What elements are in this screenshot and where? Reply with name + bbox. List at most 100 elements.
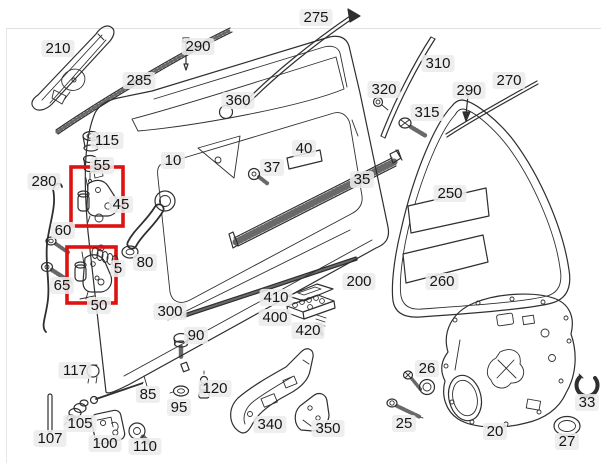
part-label-120: 120 [198,380,232,397]
part-label-27: 27 [555,433,579,450]
part-85-strut [89,361,190,405]
part-label-290-left: 290 [181,38,215,55]
svg-text:45: 45 [113,196,130,213]
part-label-310: 310 [421,55,455,72]
part-200-door-seal [391,99,571,318]
part-label-105: 105 [63,415,97,432]
part-340-lower-bracket [230,348,314,434]
part-label-55: 55 [90,157,114,174]
part-label-275: 275 [299,9,333,26]
part-270-molding-strip [445,80,539,138]
part-33-lock-ring [574,373,600,399]
svg-text:5: 5 [114,260,122,277]
svg-text:290: 290 [185,38,210,55]
part-label-270: 270 [492,72,526,89]
svg-text:320: 320 [371,81,396,98]
svg-text:35: 35 [354,171,371,188]
svg-text:310: 310 [425,55,450,72]
part-label-110: 110 [128,438,162,455]
part-label-250: 250 [433,185,467,202]
part-label-90: 90 [184,327,208,344]
svg-text:290: 290 [456,82,481,99]
svg-text:95: 95 [171,399,188,416]
part-label-40: 40 [292,140,316,157]
part-label-20: 20 [483,423,507,440]
svg-text:55: 55 [94,157,111,174]
svg-text:100: 100 [92,435,117,452]
part-label-33: 33 [575,394,599,411]
svg-text:65: 65 [54,277,71,294]
part-260-pad [402,234,489,284]
svg-text:210: 210 [45,40,70,57]
svg-text:280: 280 [31,173,56,190]
part-label-420: 420 [291,322,325,339]
svg-text:110: 110 [133,438,157,455]
svg-text:420: 420 [295,322,320,339]
svg-text:275: 275 [303,9,328,26]
part-label-320: 320 [367,81,401,98]
part-280-cable [42,182,63,333]
svg-text:20: 20 [487,423,504,440]
part-95-grommet [169,385,190,397]
part-label-117: 117 [58,362,92,379]
part-210-mirror-bracket [31,25,115,111]
part-label-210: 210 [41,40,75,57]
svg-text:115: 115 [95,132,119,149]
svg-text:410: 410 [263,289,288,306]
part-labels: 210 290 285 275 310 320 290 270 315 360 … [27,9,599,455]
svg-text:40: 40 [296,140,313,157]
svg-text:105: 105 [67,415,92,432]
part-label-285: 285 [122,72,156,89]
svg-text:37: 37 [264,159,281,176]
svg-text:117: 117 [63,362,87,379]
part-300-lower-molding [180,256,358,319]
part-20-carrier-panel [441,293,576,428]
part-label-280: 280 [27,173,61,190]
part-320-grommet [372,96,389,111]
part-25-screw [386,398,424,419]
part-label-45: 45 [109,196,133,213]
svg-text:85: 85 [140,386,157,403]
part-80-check-strap [121,190,176,259]
svg-text:300: 300 [157,303,182,320]
svg-text:33: 33 [579,394,596,411]
part-label-410: 410 [259,289,293,306]
part-label-200: 200 [342,273,376,290]
part-label-315: 315 [410,104,444,121]
svg-text:340: 340 [257,416,282,433]
part-label-37: 37 [260,159,284,176]
svg-text:120: 120 [202,380,227,397]
part-label-10: 10 [161,152,185,169]
part-310-window-guide [380,36,436,139]
part-label-350: 350 [311,420,345,437]
part-410-cover-plate [287,283,334,302]
svg-text:60: 60 [55,222,72,239]
svg-text:250: 250 [437,185,462,202]
part-label-300: 300 [153,303,187,320]
part-label-26: 26 [415,360,439,377]
part-label-290-right: 290 [452,82,486,99]
part-400-fastener-box [286,294,336,320]
svg-text:25: 25 [396,415,413,432]
part-label-340: 340 [253,416,287,433]
svg-text:80: 80 [137,254,154,271]
part-275-frame-molding [242,8,361,108]
part-10-door-shell [84,35,390,394]
part-26-screw-washer [402,370,436,396]
part-label-400: 400 [258,309,292,326]
svg-text:400: 400 [262,309,287,326]
part-label-260: 260 [425,273,459,290]
svg-text:260: 260 [429,273,454,290]
part-107-rod [47,393,53,433]
svg-text:270: 270 [496,72,521,89]
part-37-screw [247,167,270,186]
part-label-5: 5 [110,260,126,277]
part-label-60: 60 [51,222,75,239]
part-label-50: 50 [87,297,111,314]
svg-text:200: 200 [346,273,371,290]
svg-text:50: 50 [91,297,108,314]
part-label-35: 35 [350,171,374,188]
part-label-85: 85 [136,386,160,403]
